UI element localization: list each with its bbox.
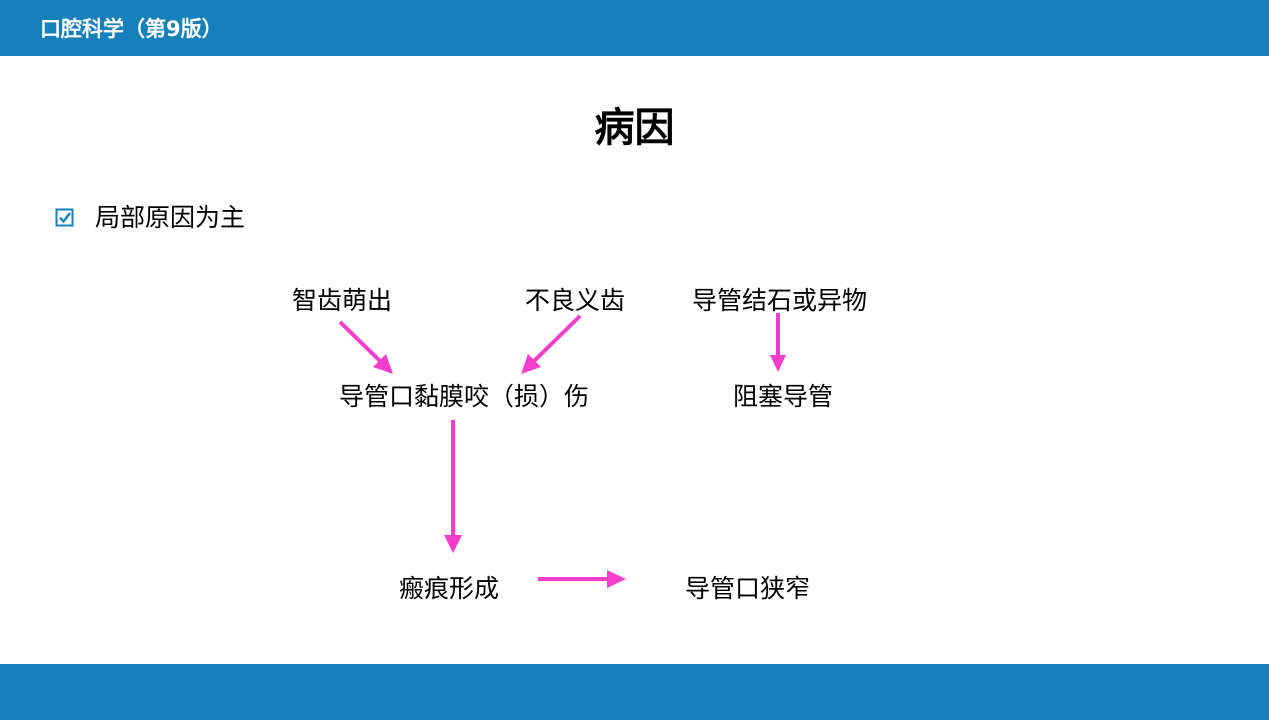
arrow-stone-to-obstruction xyxy=(770,313,786,372)
footer-bar xyxy=(0,664,1269,720)
node-wisdom-tooth: 智齿萌出 xyxy=(292,286,393,315)
bullet-item: 局部原因为主 xyxy=(55,203,245,233)
header-bar: 口腔科学（第9版） xyxy=(0,0,1269,56)
node-stenosis: 导管口狭窄 xyxy=(685,574,811,603)
node-poor-denture: 不良义齿 xyxy=(525,286,626,315)
node-mucosa-injury: 导管口黏膜咬（损）伤 xyxy=(339,382,590,411)
arrow-injury-to-scar xyxy=(444,420,462,553)
checkbox-checked-icon xyxy=(55,208,74,227)
node-obstruction: 阻塞导管 xyxy=(733,382,834,411)
arrow-scar-to-stenosis xyxy=(538,570,626,588)
node-scar: 瘢痕形成 xyxy=(399,574,500,603)
arrow-wisdom-to-injury xyxy=(338,320,393,374)
bullet-text: 局部原因为主 xyxy=(95,203,246,232)
node-duct-stone: 导管结石或异物 xyxy=(692,286,868,315)
course-title: 口腔科学（第9版） xyxy=(40,17,223,41)
arrow-denture-to-injury xyxy=(521,314,582,374)
slide-title: 病因 xyxy=(594,105,675,151)
